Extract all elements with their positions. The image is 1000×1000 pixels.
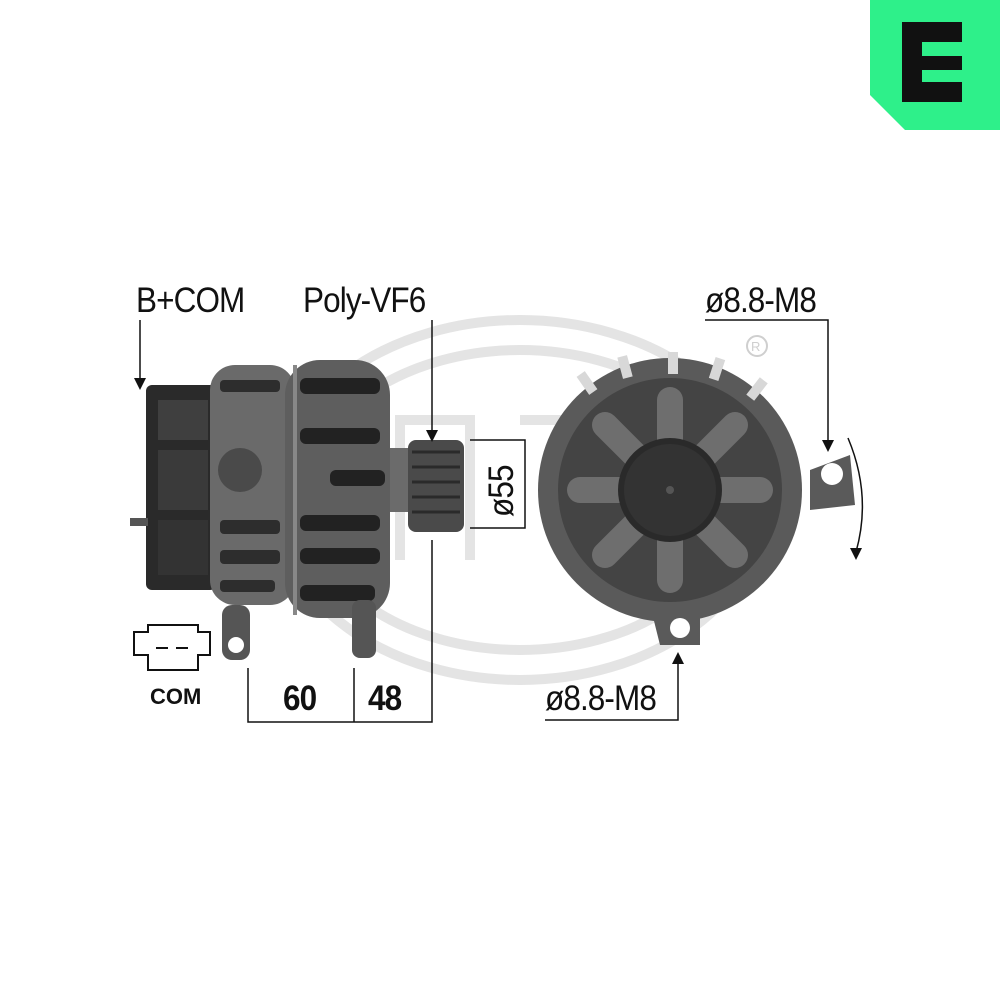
label-connector: COM [150,684,202,709]
registered-mark-icon: R [746,335,768,357]
label-b-com: B+COM [136,281,245,320]
label-pulley-type: Poly-VF6 [303,281,426,320]
label-bottom-right-bolt: ø8.8-M8 [545,679,657,718]
era-logo-icon [870,0,1000,130]
alternator-front-view [538,352,855,645]
connector-icon [133,624,211,671]
label-top-right-bolt: ø8.8-M8 [705,281,817,320]
label-dim-b: 48 [368,679,402,718]
alternator-side-view [130,360,464,660]
svg-text:R: R [751,339,760,354]
label-pulley-diameter: ø55 [482,465,521,517]
dimension-lines [139,319,864,723]
arrow-heads [134,378,862,664]
label-dim-a: 60 [283,679,317,718]
